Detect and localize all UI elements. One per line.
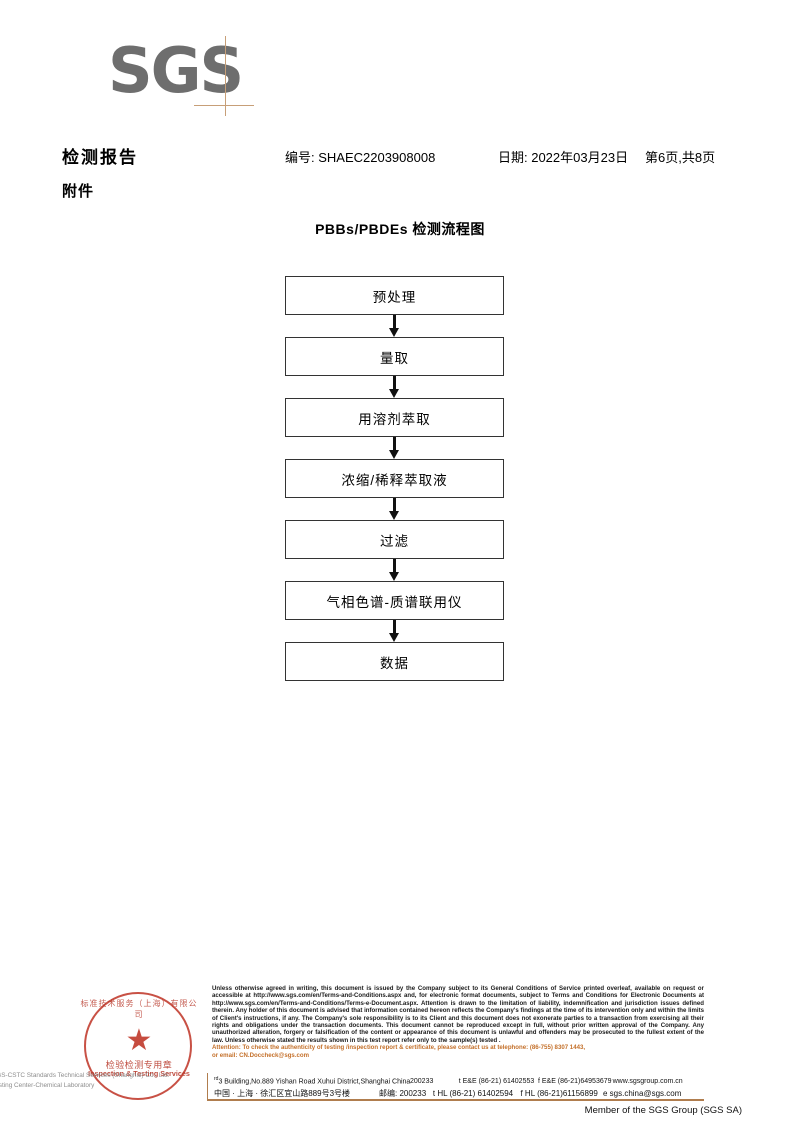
company-seal-stamp: 标准技术服务（上海）有限公司 ★ 检验检测专用章 Inspection & Te… (80, 988, 198, 1106)
sgs-logo: SGS (108, 34, 288, 124)
address-en: rd3 Building,No.889 Yishan Road Xuhui Di… (214, 1073, 410, 1088)
flow-node-concentrate-dilute: 浓缩/稀释萃取液 (285, 459, 504, 498)
arrow-head (389, 450, 399, 459)
report-date: 日期: 2022年03月23日 (498, 150, 629, 165)
legal-paragraph: Unless otherwise agreed in writing, this… (212, 985, 704, 1044)
sgs-logo-text: SGS (108, 34, 244, 107)
arrow-head (389, 633, 399, 642)
flow-node-data: 数据 (285, 642, 504, 681)
arrow-shaft (393, 376, 396, 391)
footer-divider (207, 1099, 704, 1101)
legal-disclaimer: Unless otherwise agreed in writing, this… (212, 985, 704, 1059)
address-row-cn: 中国 · 上海 · 徐汇区宜山路889号3号楼 邮编: 200233 t HL … (214, 1088, 704, 1100)
seal-company-overlay-text: SGS-CSTC Standards Technical Services (S… (0, 1071, 207, 1090)
seal-ring (84, 992, 192, 1100)
tel-hl: t HL (86-21) 61402594 (432, 1089, 514, 1099)
flow-arrow-3 (285, 437, 504, 459)
seal-chinese-label: 检验检测专用章 (105, 1060, 173, 1070)
arrow-shaft (393, 559, 396, 574)
arrow-head (389, 328, 399, 337)
tel-ee: t E&E (86-21) 61402553 (458, 1078, 535, 1086)
flow-arrow-6 (285, 620, 504, 642)
arrow-head (389, 389, 399, 398)
flow-node-gcms: 气相色谱-质谱联用仪 (285, 581, 504, 620)
arrow-head (389, 572, 399, 581)
page-title: 检测报告 (62, 148, 138, 167)
seal-company-line-1: SGS-CSTC Standards Technical Services (S… (0, 1072, 170, 1079)
seal-company-line-2: Testing Center-Chemical Laboratory (0, 1081, 95, 1089)
attention-line-1: Attention: To check the authenticity of … (212, 1044, 586, 1052)
flow-arrow-2 (285, 376, 504, 398)
zip-cn: 邮编: 200233 (379, 1089, 427, 1099)
flow-arrow-5 (285, 559, 504, 581)
seal-arc-text: 标准技术服务（上海）有限公司 (80, 999, 198, 1019)
attention-line-2: or email: CN.Doccheck@sgs.com (212, 1051, 310, 1059)
attachment-label: 附件 (62, 183, 95, 200)
arrow-shaft (393, 437, 396, 452)
fax-hl: f HL (86-21)61156899 (520, 1089, 598, 1099)
address-en-text: 3 Building,No.889 Yishan Road Xuhui Dist… (218, 1078, 411, 1086)
flow-node-pretreatment: 预处理 (285, 276, 504, 315)
page-footer: Unless otherwise agreed in writing, this… (0, 975, 800, 1131)
arrow-shaft (393, 498, 396, 513)
zip-en: 200233 (410, 1078, 434, 1086)
email-address: e sgs.china@sgs.com (602, 1089, 682, 1099)
flow-arrow-1 (285, 315, 504, 337)
address-block: rd3 Building,No.889 Yishan Road Xuhui Di… (207, 1073, 704, 1101)
seal-english-label: Inspection & Testing Services (88, 1069, 190, 1078)
logo-accent-vertical-line (225, 36, 226, 116)
flow-arrow-4 (285, 498, 504, 520)
flow-node-weighing: 量取 (285, 337, 504, 376)
address-ordinal-suffix: rd (214, 1076, 219, 1082)
arrow-shaft (393, 315, 396, 330)
flowchart: 预处理 量取 用溶剂萃取 浓缩/稀释萃取液 过滤 气相色谱-质谱联用仪 数据 (285, 276, 504, 681)
member-of-group-text: Member of the SGS Group (SGS SA) (584, 1105, 742, 1116)
flow-node-filtration: 过滤 (285, 520, 504, 559)
report-number: 编号: SHAEC2203908008 (285, 150, 436, 165)
flowchart-title: PBBs/PBDEs 检测流程图 (315, 221, 485, 237)
flow-node-solvent-extraction: 用溶剂萃取 (285, 398, 504, 437)
star-icon: ★ (125, 1024, 153, 1057)
arrow-head (389, 511, 399, 520)
address-row-en: rd3 Building,No.889 Yishan Road Xuhui Di… (214, 1073, 704, 1088)
page-indicator: 第6页,共8页 (645, 150, 716, 165)
address-cn: 中国 · 上海 · 徐汇区宜山路889号3号楼 (214, 1089, 351, 1099)
logo-accent-horizontal-line (194, 105, 254, 106)
fax-ee: f E&E (86-21)64953679 (537, 1078, 612, 1086)
website: www.sgsgroup.com.cn (612, 1078, 683, 1086)
arrow-shaft (393, 620, 396, 635)
